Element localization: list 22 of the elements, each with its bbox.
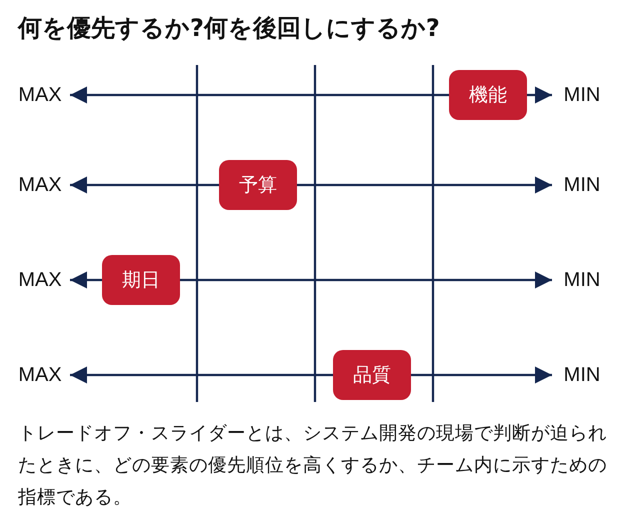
max-label: MAX — [14, 80, 66, 110]
min-label: MIN — [556, 80, 608, 110]
arrow — [70, 366, 333, 384]
arrow — [70, 86, 449, 104]
max-label: MAX — [14, 265, 66, 295]
arrow — [180, 272, 552, 288]
title: 何を優先するか?何を後回しにするか? — [18, 13, 440, 44]
arrow — [297, 176, 552, 194]
slider-knob: 期日 — [102, 255, 180, 305]
arrow — [70, 176, 219, 194]
max-label: MAX — [14, 360, 66, 390]
min-label: MIN — [556, 170, 608, 200]
max-label: MAX — [14, 170, 66, 200]
arrow — [527, 86, 552, 104]
min-label: MIN — [556, 265, 608, 295]
caption: トレードオフ・スライダーとは、システム開発の現場で判断が迫られたときに、どの要素の優先順位を高くするか、チーム内に示すための指標である。 — [18, 422, 608, 510]
arrow — [411, 366, 552, 384]
slider-knob: 品質 — [333, 350, 411, 400]
slider-knob: 機能 — [449, 70, 527, 120]
arrow — [70, 272, 102, 288]
slider-knob: 予算 — [219, 160, 297, 210]
min-label: MIN — [556, 360, 608, 390]
